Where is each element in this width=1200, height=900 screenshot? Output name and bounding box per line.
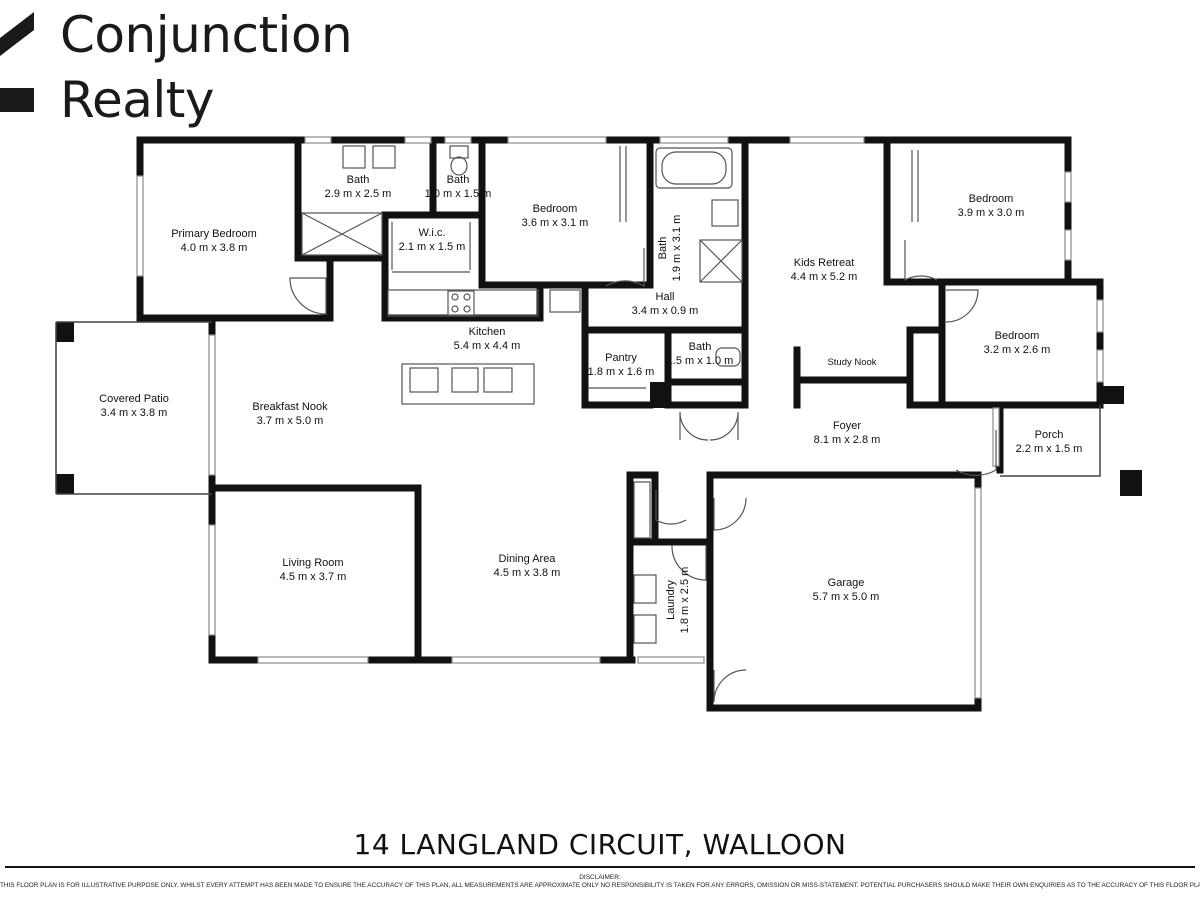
room-name: Bath bbox=[446, 174, 470, 186]
room-dimensions: 3.7 m x 5.0 m bbox=[256, 415, 324, 427]
room-name: Bath bbox=[346, 174, 370, 186]
room-kids-retreat: Kids Retreat 4.4 m x 5.2 m bbox=[791, 256, 858, 284]
room-dimensions: 4.5 m x 3.8 m bbox=[493, 567, 561, 579]
room-name: Dining Area bbox=[498, 553, 556, 565]
room-name: Breakfast Nook bbox=[252, 401, 328, 413]
room-kitchen: Kitchen 5.4 m x 4.4 m bbox=[454, 325, 521, 353]
room-name: Living Room bbox=[282, 557, 344, 569]
room-dimensions: 1.9 m x 3.1 m bbox=[671, 214, 683, 282]
property-address: 14 LANGLAND CIRCUIT, WALLOON bbox=[353, 828, 847, 861]
room-name: Bath bbox=[688, 341, 712, 353]
room-name: Hall bbox=[655, 291, 675, 303]
room-bath-main: Bath 2.9 m x 2.5 m bbox=[325, 173, 392, 201]
room-dimensions: 3.2 m x 2.6 m bbox=[983, 344, 1051, 356]
doors bbox=[289, 240, 997, 703]
porch-outline bbox=[1000, 405, 1101, 477]
room-name: Bedroom bbox=[968, 193, 1014, 205]
patio-outline bbox=[55, 321, 212, 495]
room-hall: Hall 3.4 m x 0.9 m bbox=[632, 290, 699, 318]
room-bedroom-4: Bedroom 3.2 m x 2.6 m bbox=[984, 329, 1051, 357]
room-name: Porch bbox=[1034, 429, 1064, 441]
room-covered-patio: Covered Patio 3.4 m x 3.8 m bbox=[99, 392, 169, 420]
disclaimer-title: DISCLAIMER: bbox=[579, 874, 621, 881]
room-dimensions: 3.4 m x 3.8 m bbox=[100, 407, 168, 419]
room-dimensions: 4.0 m x 3.8 m bbox=[180, 242, 248, 254]
room-dimensions: 3.9 m x 3.0 m bbox=[957, 207, 1025, 219]
room-name: Foyer bbox=[832, 420, 862, 432]
footer-divider bbox=[5, 866, 1195, 868]
room-bedroom-3: Bedroom 3.9 m x 3.0 m bbox=[958, 192, 1025, 220]
room-laundry: Laundry 1.8 m x 2.5 m bbox=[664, 567, 692, 634]
disclaimer-text: THIS FLOOR PLAN IS FOR ILLUSTRATIVE PURP… bbox=[0, 882, 1200, 889]
room-garage: Garage 5.7 m x 5.0 m bbox=[813, 576, 880, 604]
room-dining-area: Dining Area 4.5 m x 3.8 m bbox=[494, 552, 561, 580]
room-name: Bath bbox=[657, 236, 669, 260]
room-dimensions: 4.4 m x 5.2 m bbox=[790, 271, 858, 283]
brand-logo: Conjunction Realty bbox=[0, 0, 400, 130]
room-name: Study Nook bbox=[827, 357, 877, 368]
room-dimensions: 3.4 m x 0.9 m bbox=[631, 305, 699, 317]
room-dimensions: 1.5 m x 1.0 m bbox=[666, 355, 734, 367]
room-bath-wc: Bath 1.0 m x 1.5 m bbox=[425, 173, 492, 201]
room-name: Kitchen bbox=[468, 326, 506, 338]
room-bedroom-2: Bedroom 3.6 m x 3.1 m bbox=[522, 202, 589, 230]
room-study-nook: Study Nook bbox=[827, 356, 876, 370]
room-dimensions: 1.8 m x 2.5 m bbox=[679, 566, 691, 634]
room-name: Garage bbox=[827, 577, 865, 589]
room-dimensions: 5.7 m x 5.0 m bbox=[812, 591, 880, 603]
room-name: Bedroom bbox=[994, 330, 1040, 342]
room-dimensions: 1.8 m x 1.6 m bbox=[587, 366, 655, 378]
room-breakfast-nook: Breakfast Nook 3.7 m x 5.0 m bbox=[252, 400, 327, 428]
room-dimensions: 3.6 m x 3.1 m bbox=[521, 217, 589, 229]
room-bath-vertical: Bath 1.9 m x 3.1 m bbox=[656, 215, 684, 282]
room-dimensions: 4.5 m x 3.7 m bbox=[279, 571, 347, 583]
brand-name-line2: Realty bbox=[60, 71, 214, 129]
room-name: Primary Bedroom bbox=[171, 228, 257, 240]
room-name: Bedroom bbox=[532, 203, 578, 215]
room-name: Covered Patio bbox=[99, 393, 169, 405]
room-dimensions: 1.0 m x 1.5 m bbox=[424, 188, 492, 200]
room-dimensions: 5.4 m x 4.4 m bbox=[453, 340, 521, 352]
room-dimensions: 8.1 m x 2.8 m bbox=[813, 434, 881, 446]
room-dimensions: 2.9 m x 2.5 m bbox=[324, 188, 392, 200]
room-name: Pantry bbox=[605, 352, 637, 364]
fixtures bbox=[301, 145, 919, 644]
room-name: W.i.c. bbox=[418, 227, 446, 239]
room-name: Kids Retreat bbox=[793, 257, 855, 269]
room-living-room: Living Room 4.5 m x 3.7 m bbox=[280, 556, 347, 584]
brand-mark-icon bbox=[0, 12, 34, 112]
room-bath-small: Bath 1.5 m x 1.0 m bbox=[667, 340, 734, 368]
room-wic: W.i.c. 2.1 m x 1.5 m bbox=[399, 226, 466, 254]
room-primary-bedroom: Primary Bedroom 4.0 m x 3.8 m bbox=[171, 227, 257, 255]
brand-name-line1: Conjunction bbox=[60, 6, 353, 64]
room-pantry: Pantry 1.8 m x 1.6 m bbox=[588, 351, 655, 379]
room-foyer: Foyer 8.1 m x 2.8 m bbox=[814, 419, 881, 447]
room-dimensions: 2.2 m x 1.5 m bbox=[1015, 443, 1083, 455]
posts bbox=[56, 322, 1142, 496]
room-dimensions: 2.1 m x 1.5 m bbox=[398, 241, 466, 253]
room-name: Laundry bbox=[665, 580, 677, 620]
room-porch: Porch 2.2 m x 1.5 m bbox=[1016, 428, 1083, 456]
